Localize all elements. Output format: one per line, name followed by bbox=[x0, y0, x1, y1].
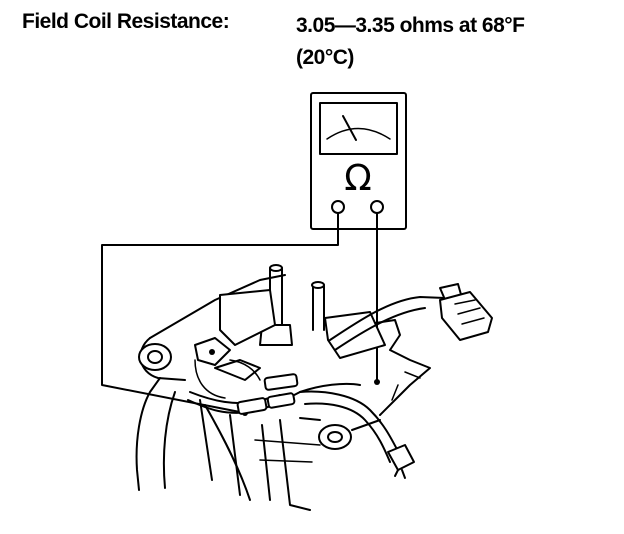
ohmmeter-needle bbox=[342, 115, 357, 141]
ground-terminal bbox=[387, 444, 415, 471]
connector-boot bbox=[266, 392, 296, 409]
spec-label: Field Coil Resistance: bbox=[22, 10, 230, 33]
spec-value: 3.05—3.35 ohms at 68°F (20°C) bbox=[296, 10, 525, 74]
spec-value-line1: 3.05—3.35 ohms at 68°F bbox=[296, 14, 525, 37]
stud-right bbox=[312, 284, 325, 331]
thick-wire-inner bbox=[304, 402, 391, 463]
harness-connector-body bbox=[439, 291, 493, 341]
bracket-plate-left bbox=[219, 289, 276, 346]
test-probe-right bbox=[374, 379, 380, 385]
mounting-boss-right-hole bbox=[327, 431, 343, 443]
pulley-lines bbox=[254, 439, 321, 463]
clutch-front-line bbox=[204, 404, 251, 501]
stud-right-top bbox=[311, 281, 325, 289]
ohmmeter: Ω bbox=[310, 92, 407, 230]
ground-terminal-tabs bbox=[394, 469, 406, 479]
mounting-boss-left-hole bbox=[147, 350, 163, 364]
ohmmeter-scale-arc bbox=[326, 127, 391, 140]
ohmmeter-terminal-right bbox=[370, 200, 384, 214]
compressor-inner-edge bbox=[162, 391, 176, 489]
compressor-clutch-lines bbox=[199, 399, 271, 501]
compressor-left-edge bbox=[135, 377, 161, 491]
ohmmeter-terminal-left bbox=[331, 200, 345, 214]
compressor-housing-line bbox=[279, 419, 311, 511]
connector-upper bbox=[263, 373, 299, 391]
field-coil-connector bbox=[236, 397, 268, 415]
stud-center-top bbox=[269, 264, 283, 272]
harness-wire-2 bbox=[189, 391, 281, 405]
ohm-symbol: Ω bbox=[344, 158, 372, 199]
stud-center-base bbox=[259, 324, 293, 346]
hub-nut bbox=[194, 337, 231, 366]
wiring-harness bbox=[187, 296, 446, 479]
compressor-top-edge bbox=[149, 274, 286, 339]
mounting-boss-left bbox=[138, 343, 172, 371]
harness-connector bbox=[439, 283, 493, 341]
hub-ring bbox=[214, 359, 261, 381]
harness-wire-to-connector bbox=[329, 296, 446, 341]
thick-wire-outer bbox=[299, 390, 401, 456]
hub-contours bbox=[194, 359, 261, 399]
compressor-right-housing bbox=[329, 319, 431, 416]
harness-connector-ribs bbox=[454, 299, 485, 325]
hub-nut-center bbox=[209, 349, 215, 355]
harness-wire-to-connector-2 bbox=[334, 307, 426, 351]
boss-right-details bbox=[299, 417, 381, 431]
housing-fins bbox=[391, 371, 421, 401]
spec-value-line2: (20°C) bbox=[296, 46, 354, 69]
compressor bbox=[135, 274, 431, 511]
clutch-hub bbox=[194, 337, 261, 399]
mounting-boss-right bbox=[318, 424, 352, 450]
